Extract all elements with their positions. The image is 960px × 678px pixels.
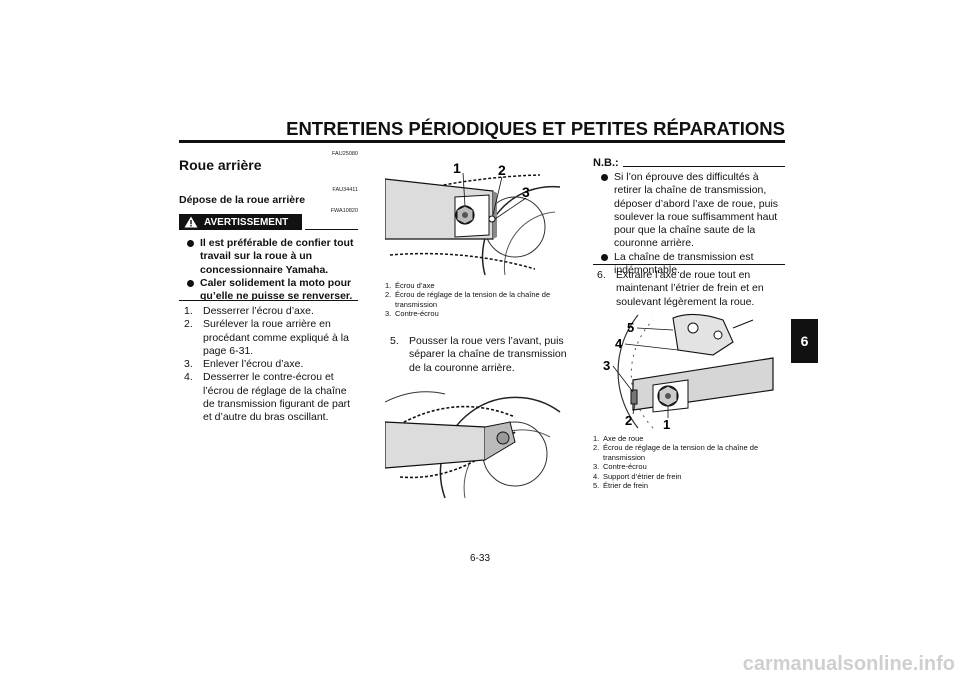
figure-caption: 1.Axe de roue 2.Écrou de réglage de la t…: [593, 434, 785, 490]
watermark: carmanualsonline.info: [742, 653, 955, 675]
caption-item: 2.Écrou de réglage de la tension de la c…: [593, 443, 759, 462]
warning-icon: [184, 216, 198, 228]
step-6: 6.Extraire l’axe de roue tout en mainten…: [597, 269, 764, 308]
ref-code: FAU25080: [332, 151, 358, 157]
callout-2: 2: [498, 162, 506, 178]
step-item: 1.Desserrer l’écrou d’axe.: [184, 305, 314, 317]
page-number: 6-33: [469, 553, 490, 564]
step-5: 5.Pousser la roue vers l’avant, puis sép…: [390, 335, 567, 374]
figure-caption: 1.Écrou d’axe 2.Écrou de réglage de la t…: [385, 281, 575, 319]
chain-removal-illustration: [385, 391, 561, 499]
callout-4: 4: [615, 336, 623, 351]
caption-item: 3.Contre-écrou: [593, 462, 647, 472]
axle-removal-illustration: 5 4 3 2 1: [603, 313, 774, 430]
warning-list: Il est préférable de confier tout travai…: [183, 237, 358, 303]
callout-2: 2: [625, 413, 632, 428]
subsection-heading: Dépose de la roue arrière: [179, 194, 306, 206]
section-heading: Roue arrière: [179, 157, 262, 173]
step-item: 2.Surélever la roue arrière en procédant…: [184, 318, 349, 357]
warning-label: AVERTISSEMENT: [204, 216, 289, 228]
steps-list: 1.Desserrer l’écrou d’axe. 2.Surélever l…: [184, 305, 358, 425]
chapter-tab: 6: [791, 319, 818, 363]
note-end-rule: [593, 264, 785, 265]
note-list: Si l’on éprouve des difficultés à retire…: [597, 171, 785, 277]
ref-code: FWA10820: [330, 208, 358, 214]
warning-item: Caler solidement la moto pour qu’elle ne…: [183, 277, 358, 304]
callout-3: 3: [603, 358, 610, 373]
note-label: N.B.:: [593, 157, 619, 169]
callout-3: 3: [522, 184, 530, 200]
title-rule: [179, 140, 785, 143]
step-item: 3.Enlever l’écrou d’axe.: [184, 358, 304, 371]
caption-item: 2.Écrou de réglage de la tension de la c…: [385, 290, 551, 309]
note-item: Si l’on éprouve des difficultés à retire…: [597, 171, 785, 251]
warning-item: Il est préférable de confier tout travai…: [183, 237, 358, 277]
note-item: La chaîne de transmission est indémontab…: [597, 251, 785, 278]
warning-badge: AVERTISSEMENT: [179, 214, 302, 230]
ref-code: FAU34411: [332, 187, 358, 193]
step-item: 4.Desserrer le contre-écrou et l’écrou d…: [184, 371, 351, 424]
caption-item: 3.Contre-écrou: [385, 309, 439, 319]
note-rule: [623, 166, 785, 167]
warning-rule: [305, 229, 358, 230]
caption-item: 1.Axe de roue: [593, 434, 644, 443]
page-title: ENTRETIENS PÉRIODIQUES ET PETITES RÉPARA…: [286, 118, 785, 139]
caption-item: 1.Écrou d’axe: [385, 281, 435, 290]
callout-5: 5: [627, 320, 634, 335]
caption-item: 4.Support d’étrier de frein: [593, 471, 682, 481]
axle-nut-illustration: 1 2 3: [385, 160, 561, 276]
callout-1: 1: [663, 417, 670, 430]
warning-end-rule: [179, 300, 358, 301]
caption-item: 5.Étrier de frein: [593, 481, 649, 491]
callout-1: 1: [453, 160, 461, 176]
